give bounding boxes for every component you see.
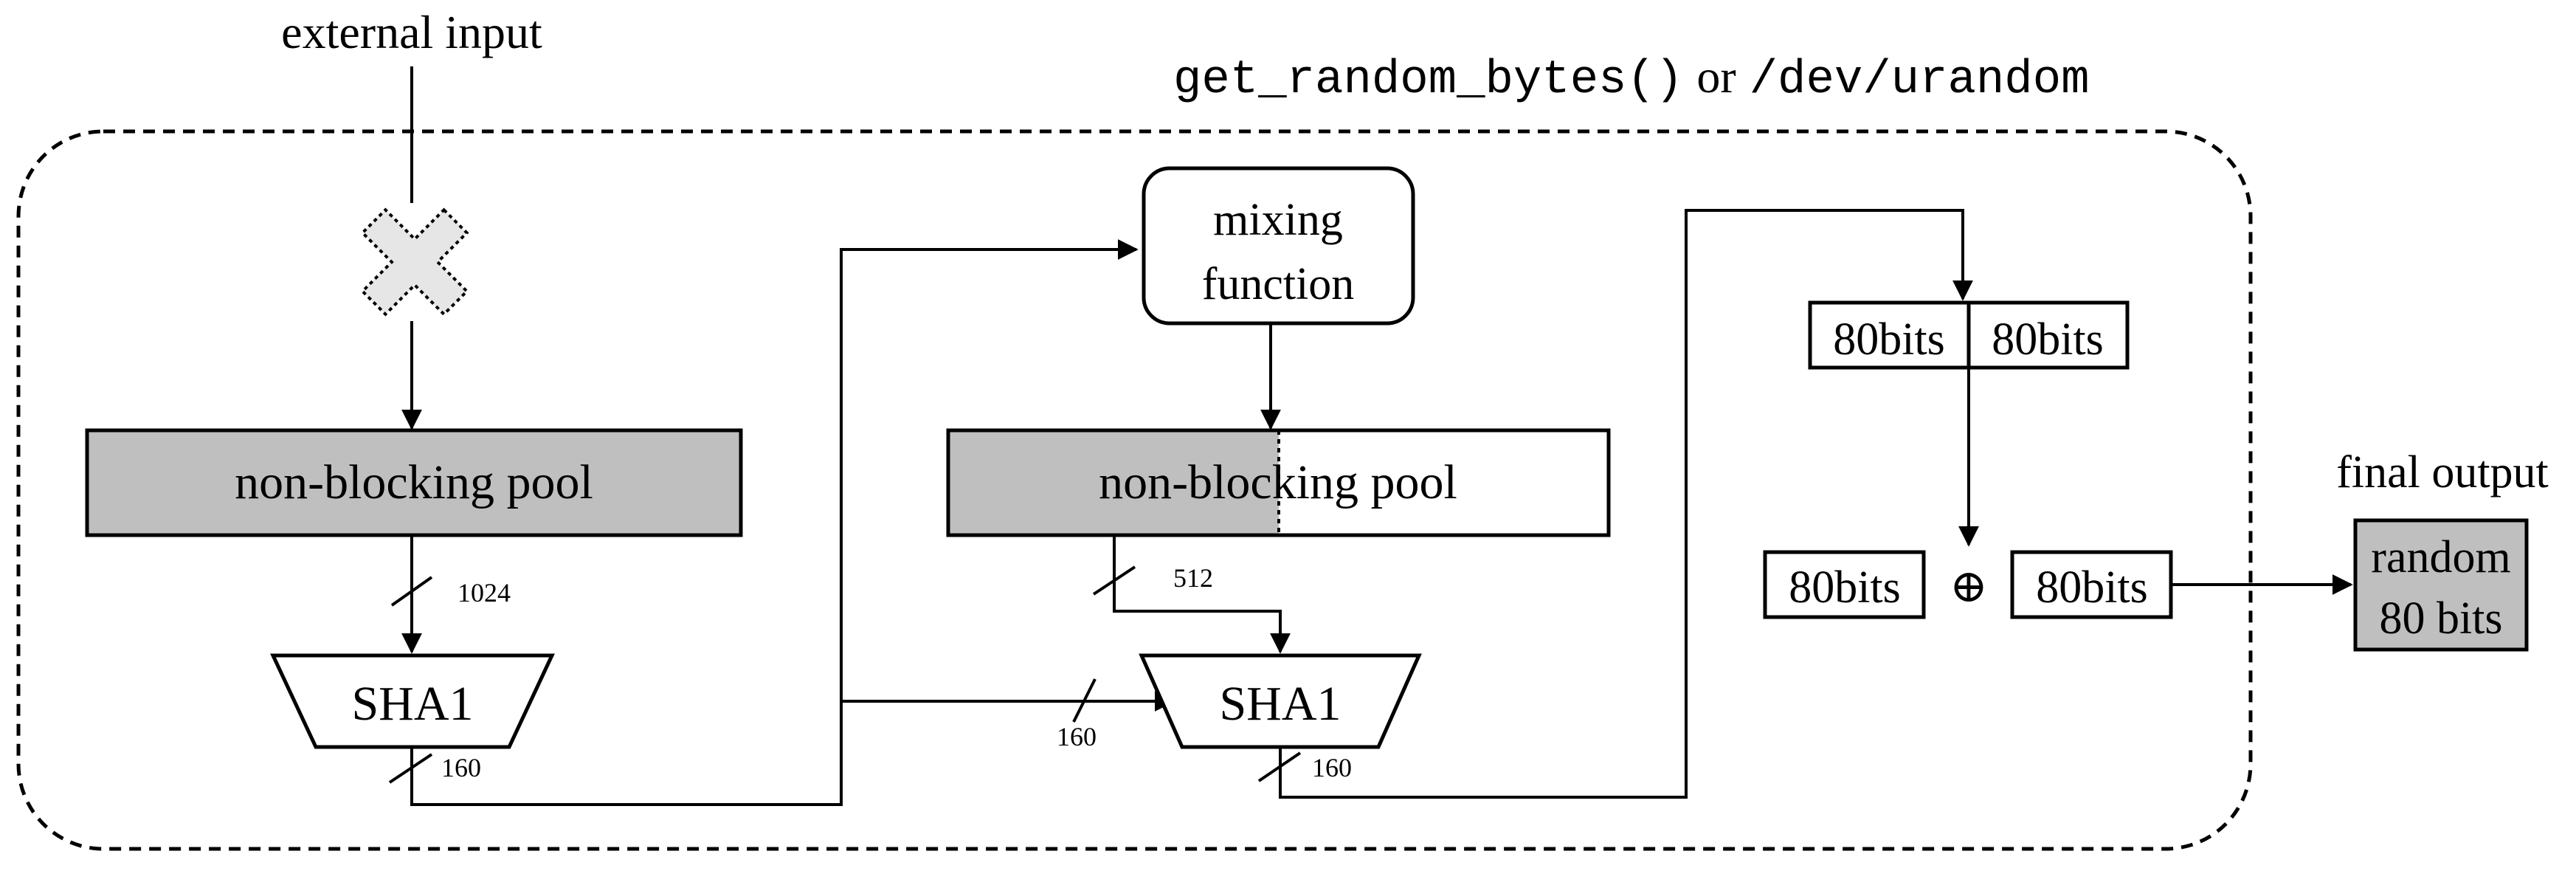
- right-pool-to-sha-arrow: [1113, 535, 1291, 654]
- final-output-line2: 80 bits: [2379, 593, 2502, 644]
- left-pool-label: non-blocking pool: [235, 455, 593, 509]
- final-output-line1: random: [2371, 532, 2510, 582]
- split-bits-label-right: 80bits: [1992, 314, 2104, 365]
- bus-label-160-a: 160: [441, 753, 481, 782]
- mixing-function-box: [1142, 166, 1415, 326]
- bus-label-160-c: 160: [1312, 753, 1352, 782]
- split-bits-label-left: 80bits: [1833, 314, 1945, 365]
- bus-label-160-b: 160: [1057, 722, 1097, 751]
- bus-slash-160-b: [1072, 678, 1097, 723]
- bus-slash-1024: [390, 576, 433, 607]
- right-pool-box: [946, 428, 1611, 537]
- bus-label-512: 512: [1173, 563, 1213, 593]
- right-pool-label: non-blocking pool: [1099, 455, 1457, 509]
- xor-right-label: 80bits: [2036, 562, 2148, 613]
- bus-label-1024: 1024: [457, 578, 511, 607]
- external-input-label: external input: [281, 6, 542, 58]
- final-output-box: [2353, 518, 2529, 652]
- blocked-cross-icon: [360, 207, 469, 317]
- final-output-label: final output: [2336, 447, 2549, 498]
- left-pool-box: [85, 428, 743, 537]
- bus-slash-160-a: [388, 753, 433, 784]
- right-sha1-label: SHA1: [1219, 677, 1341, 731]
- bus-slash-512: [1092, 565, 1136, 596]
- mixing-function-label-2: function: [1202, 259, 1355, 309]
- left-sha1-block: [270, 653, 555, 749]
- xor-operator: ⊕: [1950, 562, 1988, 612]
- mixing-function-label-1: mixing: [1213, 195, 1343, 245]
- xor-right-box: [2010, 550, 2173, 619]
- right-sha-output-line: [1279, 209, 1973, 799]
- outer-boundary: [16, 129, 2253, 851]
- right-sha1-block: [1139, 653, 1422, 749]
- left-sha-output-line: [410, 239, 1139, 806]
- xor-left-box: [1763, 550, 1926, 619]
- right-pool-gray-part: [948, 430, 1279, 535]
- left-sha1-label: SHA1: [351, 677, 473, 731]
- bus-slash-160-c: [1257, 751, 1302, 782]
- diagram-title: get_random_bytes()or/dev/urandom: [1173, 50, 2090, 107]
- split-bits-box-right: [1966, 300, 2130, 370]
- split-bits-box-left: [1808, 300, 1971, 370]
- xor-left-label: 80bits: [1789, 562, 1901, 613]
